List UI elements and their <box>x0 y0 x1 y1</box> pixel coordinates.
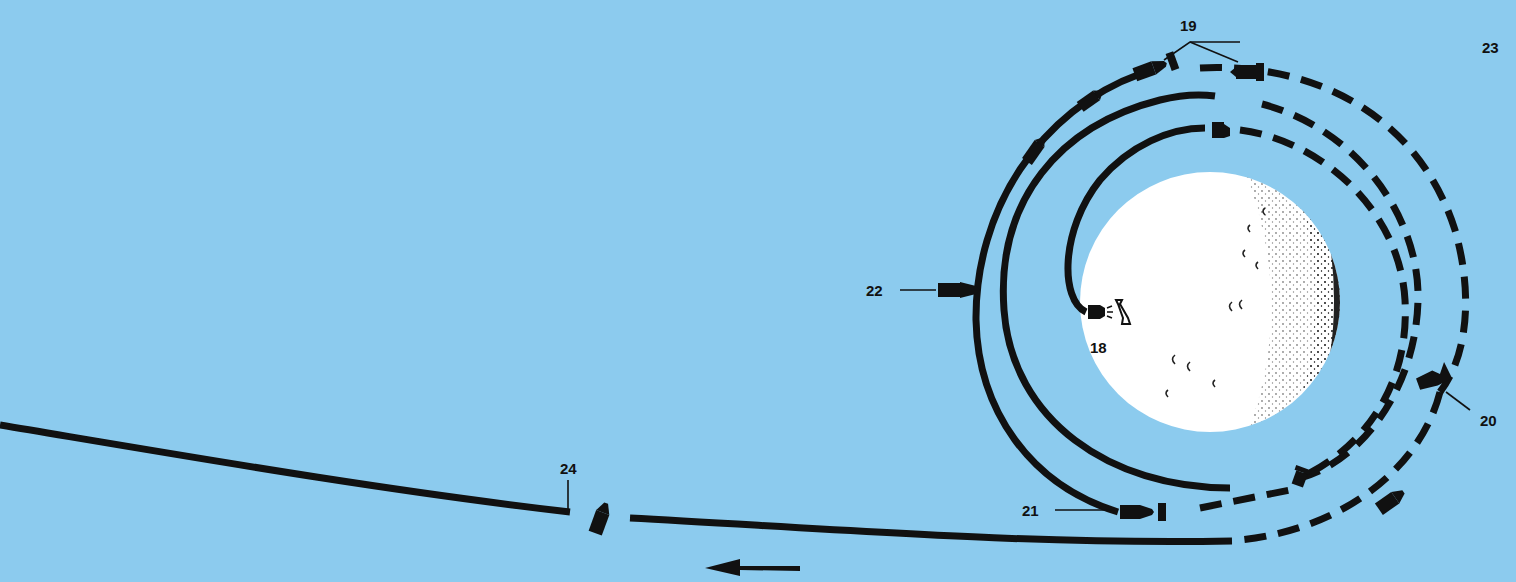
lm-orbit-dashed <box>1240 130 1405 478</box>
lm-ascent-solid <box>1068 128 1205 312</box>
callout-number: 20 <box>1480 413 1497 428</box>
callout-number: 19 <box>1180 18 1197 33</box>
dashed-connector <box>1200 490 1290 508</box>
outer-orbit-dashed <box>1200 68 1466 392</box>
middle-orbit-dashed <box>1262 104 1418 478</box>
callout-number: 23 <box>1482 40 1499 55</box>
transearth-dashed <box>1240 392 1440 540</box>
leader-lines <box>568 42 1470 510</box>
middle-orbit-solid <box>1003 95 1230 488</box>
transearth-solid <box>630 518 1232 542</box>
spacecraft <box>589 51 1453 535</box>
callout-number: 22 <box>866 283 883 298</box>
direction-arrow <box>705 559 800 576</box>
transearth-solid <box>0 425 570 512</box>
moon <box>1080 160 1350 440</box>
callout-number: 18 <box>1090 340 1107 355</box>
callout-number: 21 <box>1022 503 1039 518</box>
callout-number: 24 <box>560 461 577 476</box>
